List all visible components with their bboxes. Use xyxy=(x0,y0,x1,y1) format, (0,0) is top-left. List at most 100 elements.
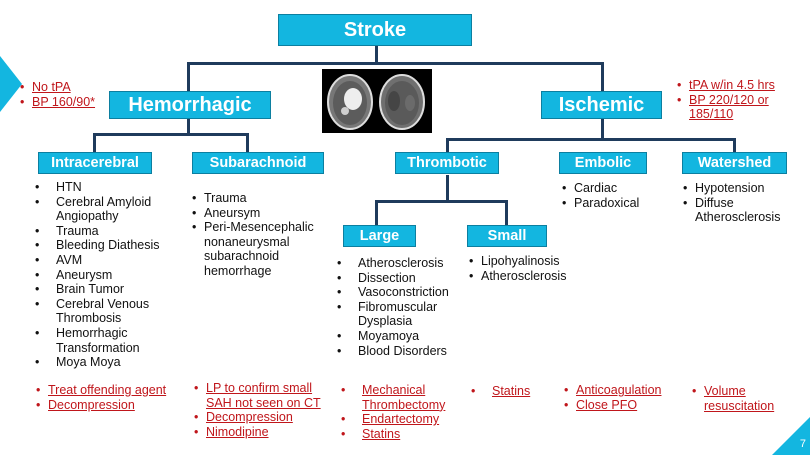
cause-item: Hemorrhagic Transformation xyxy=(30,326,156,355)
connector xyxy=(505,200,508,226)
watershed-treatment: Volume resuscitation xyxy=(692,384,775,413)
large-node: Large xyxy=(343,225,416,247)
treatment-text: Volume resuscitation xyxy=(704,384,775,413)
cause-item: Diffuse Atherosclerosis xyxy=(683,196,793,225)
ischemic-notes: tPA w/in 4.5 hrs BP 220/120 or 185/110 xyxy=(677,78,797,122)
connector xyxy=(187,62,190,92)
cause-item: Bleeding Diathesis xyxy=(30,238,180,253)
thrombotic-label: Thrombotic xyxy=(407,155,487,171)
hemorrhagic-label: Hemorrhagic xyxy=(128,93,252,116)
treatment-item: Anticoagulation xyxy=(564,383,684,398)
cause-item: Atherosclerosis xyxy=(469,269,594,284)
note-item: No tPA xyxy=(20,80,95,95)
cause-item: Trauma xyxy=(192,191,332,206)
stroke-label: Stroke xyxy=(343,18,407,41)
treatment-text: Statins xyxy=(362,426,401,441)
cause-item: Moya Moya xyxy=(30,355,180,370)
cause-item: Aneurysm xyxy=(30,268,180,283)
large-treatment: Mechanical Thrombectomy Endartectomy Sta… xyxy=(336,383,466,441)
connector xyxy=(93,133,249,136)
connector xyxy=(187,62,604,65)
treatment-text: Decompression xyxy=(206,410,293,425)
treatment-item: Decompression xyxy=(36,398,186,413)
embolic-causes: Cardiac Paradoxical xyxy=(562,181,672,210)
cause-item: Peri-Mesencephalic nonaneurysmal subarac… xyxy=(192,220,332,278)
treatment-text: Close PFO xyxy=(576,397,638,412)
note-text: BP 160/90* xyxy=(32,94,96,109)
cause-item: Lipohyalinosis xyxy=(469,254,594,269)
connector xyxy=(187,118,190,134)
subarachnoid-treatment: LP to confirm small SAH not seen on CT D… xyxy=(194,381,339,439)
ischemic-node: Ischemic xyxy=(541,91,662,119)
note-text: No tPA xyxy=(32,80,71,94)
connector xyxy=(246,133,249,153)
treatment-text: Anticoagulation xyxy=(576,383,662,397)
embolic-label: Embolic xyxy=(574,155,632,171)
intracerebral-label: Intracerebral xyxy=(51,155,139,171)
cause-item: HTN xyxy=(30,180,180,195)
small-node: Small xyxy=(467,225,547,247)
treatment-text: Treat offending agent xyxy=(48,383,167,397)
treatment-text: Nimodipine xyxy=(206,424,269,439)
note-text: BP 220/120 or 185/110 xyxy=(689,92,769,122)
treatment-item: Endartectomy xyxy=(336,412,466,427)
treatment-item: Mechanical Thrombectomy xyxy=(336,383,447,412)
connector xyxy=(733,138,736,153)
watershed-node: Watershed xyxy=(682,152,787,174)
stroke-node: Stroke xyxy=(278,14,472,46)
intracerebral-node: Intracerebral xyxy=(38,152,152,174)
hemorrhagic-node: Hemorrhagic xyxy=(109,91,271,119)
note-item: BP 160/90* xyxy=(20,95,95,110)
note-item: BP 220/120 or 185/110 xyxy=(677,93,797,122)
cause-item: Moyamoya xyxy=(332,329,467,344)
large-causes: Atherosclerosis Dissection Vasoconstrict… xyxy=(332,256,467,358)
cause-item: AVM xyxy=(30,253,180,268)
hemorrhagic-notes: No tPA BP 160/90* xyxy=(20,80,95,109)
treatment-item: Close PFO xyxy=(564,398,684,413)
large-label: Large xyxy=(359,228,400,244)
connector xyxy=(601,62,604,92)
treatment-text: Endartectomy xyxy=(362,412,440,427)
cause-item: Dissection xyxy=(332,271,467,286)
watershed-label: Watershed xyxy=(697,155,772,171)
small-treatment: Statins xyxy=(466,384,556,399)
treatment-item: Decompression xyxy=(194,410,339,425)
treatment-item: Treat offending agent xyxy=(36,383,186,398)
small-label: Small xyxy=(487,228,527,244)
cause-item: Blood Disorders xyxy=(332,344,467,359)
small-causes: Lipohyalinosis Atherosclerosis xyxy=(469,254,594,283)
treatment-text: Decompression xyxy=(48,397,135,412)
note-text: tPA w/in 4.5 hrs xyxy=(689,78,775,92)
cause-item: Atherosclerosis xyxy=(332,256,467,271)
connector xyxy=(375,200,378,226)
embolic-treatment: Anticoagulation Close PFO xyxy=(564,383,684,412)
cause-item: Cerebral Venous Thrombosis xyxy=(30,297,156,326)
cause-item: Cerebral Amyloid Angiopathy xyxy=(30,195,180,224)
connector xyxy=(93,133,96,153)
intracerebral-treatment: Treat offending agent Decompression xyxy=(36,383,186,412)
intracerebral-causes: HTN Cerebral Amyloid Angiopathy Trauma B… xyxy=(30,180,180,370)
cause-item: Vasoconstriction xyxy=(332,285,467,300)
connector xyxy=(375,200,508,203)
cause-item: Fibromuscular Dysplasia xyxy=(332,300,458,329)
treatment-item: Statins xyxy=(466,384,556,399)
treatment-item: LP to confirm small SAH not seen on CT xyxy=(194,381,339,410)
cause-item: Trauma xyxy=(30,224,180,239)
corner-tab-decoration xyxy=(772,417,810,455)
subarachnoid-label: Subarachnoid xyxy=(209,155,307,171)
connector xyxy=(601,118,604,139)
treatment-text: Mechanical Thrombectomy xyxy=(362,383,446,412)
corner-arrow-decoration xyxy=(0,56,22,112)
cause-item: Aneursym xyxy=(192,206,332,221)
treatment-item: Nimodipine xyxy=(194,425,339,440)
connector xyxy=(446,175,449,201)
connector xyxy=(375,45,378,63)
slide-number: 7 xyxy=(799,438,806,450)
ct-scan-image xyxy=(322,69,432,133)
treatment-text: LP to confirm small SAH not seen on CT xyxy=(206,381,321,410)
connector xyxy=(446,138,736,141)
note-item: tPA w/in 4.5 hrs xyxy=(677,78,797,93)
treatment-item: Volume resuscitation xyxy=(692,384,775,413)
cause-item: Cardiac xyxy=(562,181,672,196)
subarachnoid-causes: Trauma Aneursym Peri-Mesencephalic nonan… xyxy=(192,191,332,279)
